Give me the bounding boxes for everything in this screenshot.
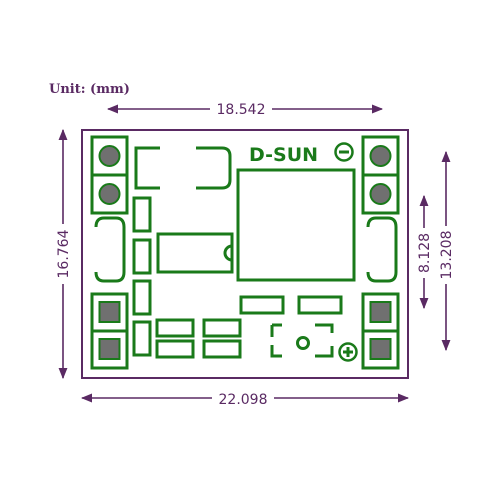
smd-pad-3 — [155, 318, 195, 338]
plus-icon — [338, 342, 358, 362]
main-inductor — [236, 168, 356, 282]
resistor-1 — [132, 196, 152, 233]
dimension-left-label-bg — [53, 224, 73, 284]
pcb-silkscreen — [90, 135, 400, 370]
smd-pad-2 — [297, 295, 343, 315]
smd-pad-4 — [202, 318, 242, 338]
potentiometer-center — [296, 336, 310, 350]
inductor-bracket-left — [134, 146, 160, 190]
dimension-bottom-label: 22.098 — [219, 392, 268, 408]
resistor-3 — [132, 279, 152, 316]
dimension-right-outer-label-bg — [436, 226, 456, 284]
plus-icon-ring — [338, 342, 358, 362]
minus-icon-ring — [334, 142, 354, 162]
potentiometer-outline — [270, 323, 334, 358]
board-outline — [81, 129, 409, 379]
capacitor-right — [366, 216, 398, 283]
dimension-top-label: 18.542 — [217, 102, 266, 118]
dimension-right-inner-label: 8.128 — [417, 233, 433, 273]
dimension-right-outer-label: 13.208 — [439, 231, 455, 280]
resistor-2 — [132, 238, 152, 275]
resistor-4 — [132, 320, 152, 357]
ic-chip-notch — [223, 244, 233, 262]
dimension-top-label-bg — [210, 98, 272, 118]
dimension-top: 18.542 — [106, 98, 384, 118]
round-pads — [98, 145, 392, 205]
capacitor-left — [94, 216, 126, 283]
smd-pad-1 — [239, 295, 285, 315]
minus-icon — [334, 142, 354, 162]
pad-top-left-1 — [98, 145, 121, 167]
inductor-bracket-right — [196, 146, 232, 190]
smd-pad-5 — [155, 339, 195, 359]
dimension-bottom: 22.098 — [80, 388, 410, 408]
smd-pad-6 — [202, 339, 242, 359]
dimension-right-inner: 8.128 — [414, 194, 434, 310]
brand-label: D-SUN — [249, 144, 318, 166]
dimension-bottom-label-bg — [212, 388, 274, 408]
pad-bottom-left-1 — [98, 301, 121, 323]
pad-top-right-2 — [369, 183, 392, 205]
unit-label: Unit: (mm) — [49, 82, 130, 97]
pad-top-left-2 — [98, 183, 121, 205]
ic-chip — [156, 232, 234, 274]
pad-bottom-right-1 — [369, 301, 392, 323]
dimension-left: 16.764 — [53, 128, 73, 380]
dimension-right-outer: 13.208 — [436, 150, 456, 352]
pad-bottom-left-2 — [98, 338, 121, 360]
pad-bottom-right-2 — [369, 338, 392, 360]
square-pads — [98, 301, 392, 360]
pad-top-right-1 — [369, 145, 392, 167]
dimension-left-label: 16.764 — [56, 229, 72, 278]
dimension-right-inner-label-bg — [414, 228, 434, 278]
